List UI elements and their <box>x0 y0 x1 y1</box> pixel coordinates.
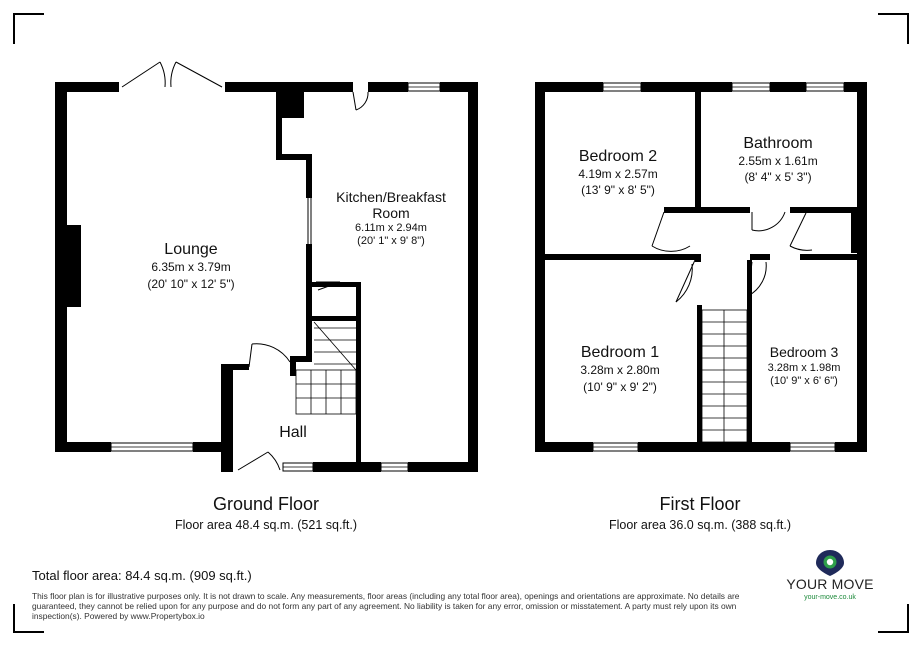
kitchen-name-line2: Room <box>372 205 409 221</box>
bedroom1-name: Bedroom 1 <box>581 344 659 361</box>
bathroom-metric: 2.55m x 1.61m <box>738 154 817 168</box>
ground-floor-plan: Lounge 6.35m x 3.79m (20' 10" x 12' 5") … <box>55 61 478 472</box>
hall-name: Hall <box>279 424 307 441</box>
bathroom-name: Bathroom <box>743 135 812 152</box>
your-move-logo: YOUR MOVE your-move.co.uk <box>770 548 890 608</box>
lounge-imperial: (20' 10" x 12' 5") <box>147 277 234 291</box>
location-pin-icon <box>816 550 844 576</box>
bedroom3-metric: 3.28m x 1.98m <box>768 362 841 374</box>
first-floor-area: Floor area 36.0 sq.m. (388 sq.ft.) <box>608 518 792 532</box>
kitchen-name-line1: Kitchen/Breakfast <box>336 189 446 205</box>
bedroom2-name: Bedroom 2 <box>579 148 657 165</box>
ground-floor-area: Floor area 48.4 sq.m. (521 sq.ft.) <box>174 518 358 532</box>
bedroom2-metric: 4.19m x 2.57m <box>578 167 657 181</box>
bedroom1-metric: 3.28m x 2.80m <box>580 363 659 377</box>
bedroom2-imperial: (13' 9" x 8' 5") <box>581 183 655 197</box>
bedroom3-imperial: (10' 9" x 6' 6") <box>770 375 838 387</box>
total-floor-area: Total floor area: 84.4 sq.m. (909 sq.ft.… <box>32 568 252 583</box>
bedroom3-name: Bedroom 3 <box>770 344 839 360</box>
lounge-name: Lounge <box>164 241 217 258</box>
bathroom-imperial: (8' 4" x 5' 3") <box>744 170 811 184</box>
ground-floor-title: Ground Floor <box>212 494 320 514</box>
logo-url: your-move.co.uk <box>804 594 856 601</box>
first-floor-plan: Bedroom 2 4.19m x 2.57m (13' 9" x 8' 5")… <box>535 82 867 452</box>
crop-marks <box>13 13 909 633</box>
kitchen-imperial: (20' 1" x 9' 8") <box>357 235 425 247</box>
logo-name: YOUR MOVE <box>786 576 874 592</box>
lounge-metric: 6.35m x 3.79m <box>151 260 230 274</box>
first-floor-title: First Floor <box>659 494 741 514</box>
bedroom1-imperial: (10' 9" x 9' 2") <box>583 380 657 394</box>
disclaimer-text: This floor plan is for illustrative purp… <box>32 591 740 621</box>
kitchen-metric: 6.11m x 2.94m <box>355 222 427 234</box>
